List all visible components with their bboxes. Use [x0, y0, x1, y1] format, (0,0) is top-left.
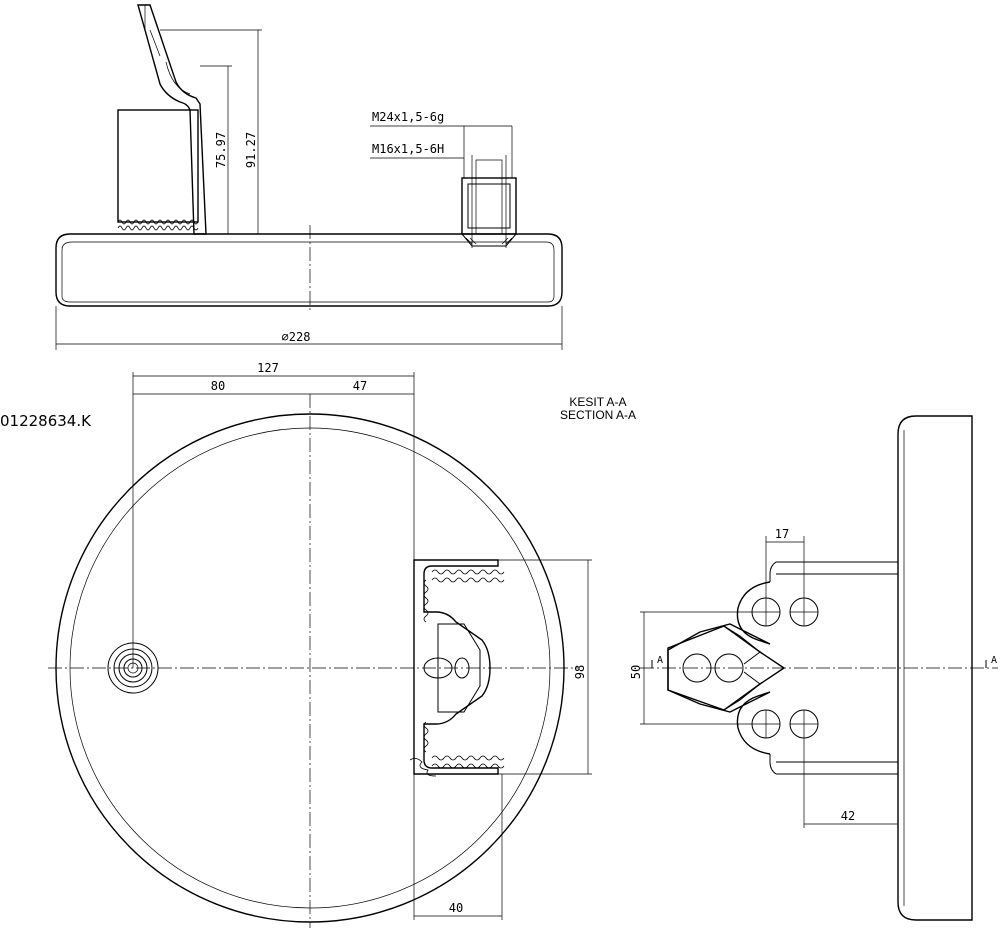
dim-91-27: 91.27 — [244, 132, 258, 168]
section-view: KESIT A-A SECTION A-A A — [560, 395, 998, 921]
dim-17: 17 — [775, 527, 789, 541]
dim-diameter: ⌀228 — [282, 330, 311, 344]
dim-127: 127 — [257, 361, 279, 375]
section-marker-left: A — [657, 655, 663, 666]
dim-50: 50 — [629, 665, 643, 679]
dim-42: 42 — [841, 809, 855, 823]
plan-view: 01228634.K 127 80 47 — [0, 361, 592, 928]
thread-inner: M16x1,5-6H — [372, 142, 444, 156]
dim-80: 80 — [211, 379, 225, 393]
thread-outer: M24x1,5-6g — [372, 110, 444, 124]
section-title-tr: KESIT A-A — [569, 395, 626, 409]
side-view: 91.27 75.97 M24x1,5-6g M16x1,5-6H ⌀228 — [55, 4, 563, 350]
dim-40: 40 — [449, 901, 463, 915]
dim-47: 47 — [353, 379, 367, 393]
section-title-en: SECTION A-A — [560, 408, 636, 422]
section-marker-right: A — [991, 655, 997, 666]
dim-98: 98 — [573, 665, 587, 679]
part-number: 01228634.K — [0, 412, 92, 430]
dim-75-97: 75.97 — [214, 132, 228, 168]
